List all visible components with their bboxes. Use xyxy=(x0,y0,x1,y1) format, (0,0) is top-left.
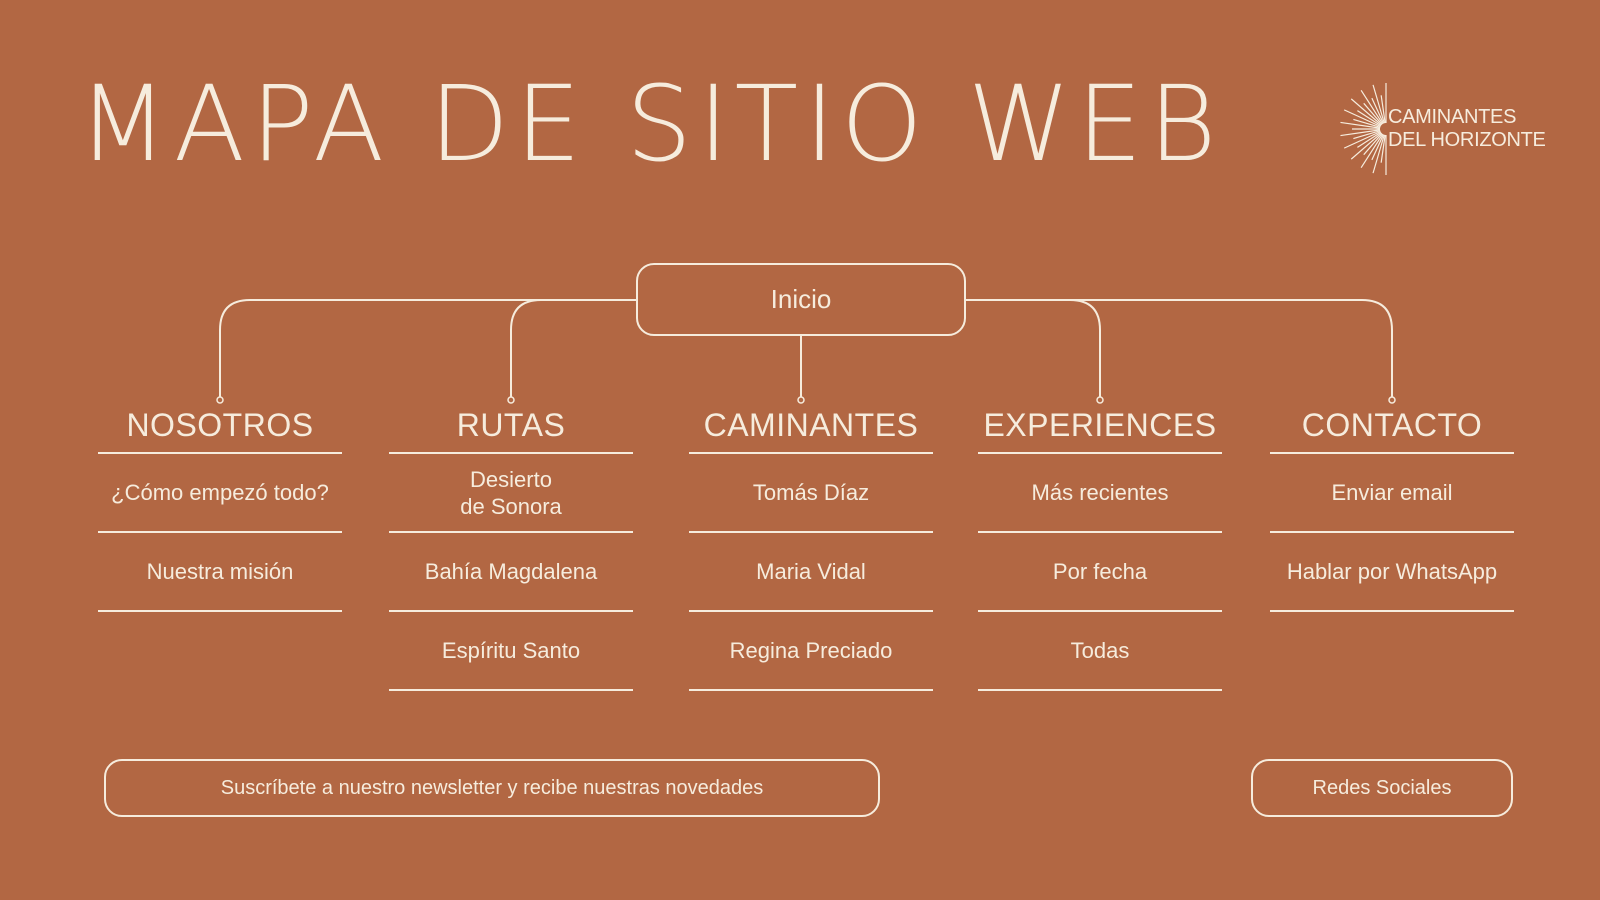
sunburst-ray xyxy=(1340,129,1381,137)
sunburst-ray xyxy=(1353,118,1381,128)
sunburst-ray xyxy=(1360,133,1384,169)
connector-contacto xyxy=(966,299,1393,398)
sunburst-ray xyxy=(1380,95,1386,124)
connector-nosotros xyxy=(219,299,636,398)
section-caminantes: CAMINANTES Tomás Díaz Maria Vidal Regina… xyxy=(689,398,933,691)
sunburst-ray xyxy=(1357,110,1382,127)
page-link[interactable]: Todas xyxy=(978,612,1222,691)
sunburst-ray xyxy=(1357,131,1382,148)
sunburst-ray xyxy=(1350,98,1382,126)
page-title: MAPA DE SITIO WEB xyxy=(78,63,1223,185)
page-link[interactable]: Hablar por WhatsApp xyxy=(1270,533,1514,612)
page-link[interactable]: Más recientes xyxy=(978,454,1222,533)
sunburst-ray xyxy=(1343,130,1381,149)
section-nosotros: NOSOTROS ¿Cómo empezó todo? Nuestra misi… xyxy=(98,398,342,612)
section-rutas: RUTAS Desierto de Sonora Bahía Magdalena… xyxy=(389,398,633,691)
sunburst-logo-icon xyxy=(1340,83,1387,175)
page-link[interactable]: Nuestra misión xyxy=(98,533,342,612)
brand-logo[interactable]: CAMINANTES DEL HORIZONTE xyxy=(1334,82,1554,176)
section-heading[interactable]: NOSOTROS xyxy=(98,398,342,454)
sunburst-ray xyxy=(1371,134,1385,161)
sunburst-ray xyxy=(1360,89,1384,125)
brand-name-line1: CAMINANTES xyxy=(1388,106,1517,128)
sunburst-ray xyxy=(1363,133,1383,156)
newsletter-button[interactable]: Suscríbete a nuestro newsletter y recibe… xyxy=(104,759,880,817)
sunburst-ray xyxy=(1372,84,1385,124)
page-link[interactable]: ¿Cómo empezó todo? xyxy=(98,454,342,533)
brand-name-line2: DEL HORIZONTE xyxy=(1388,129,1546,151)
page-link[interactable]: Enviar email xyxy=(1270,454,1514,533)
connector-rutas xyxy=(510,299,636,398)
sunburst-ray xyxy=(1353,130,1381,140)
social-media-button[interactable]: Redes Sociales xyxy=(1251,759,1513,817)
section-heading[interactable]: CONTACTO xyxy=(1270,398,1514,454)
sunburst-ray xyxy=(1363,102,1383,125)
page-link[interactable]: Regina Preciado xyxy=(689,612,933,691)
sunburst-ray xyxy=(1380,134,1386,163)
page-link[interactable]: Espíritu Santo xyxy=(389,612,633,691)
page-link[interactable]: Bahía Magdalena xyxy=(389,533,633,612)
page-link[interactable]: Maria Vidal xyxy=(689,533,933,612)
section-heading[interactable]: RUTAS xyxy=(389,398,633,454)
sunburst-ray xyxy=(1350,132,1382,160)
section-contacto: CONTACTO Enviar email Hablar por WhatsAp… xyxy=(1270,398,1514,612)
node-inicio[interactable]: Inicio xyxy=(636,263,966,336)
section-experiences: EXPERIENCES Más recientes Por fecha Toda… xyxy=(978,398,1222,691)
page-link[interactable]: Desierto de Sonora xyxy=(389,454,633,533)
sunburst-ray xyxy=(1372,134,1385,174)
section-heading[interactable]: EXPERIENCES xyxy=(978,398,1222,454)
sunburst-ray xyxy=(1343,109,1381,128)
page-link[interactable]: Tomás Díaz xyxy=(689,454,933,533)
sunburst-ray xyxy=(1371,97,1385,124)
section-heading[interactable]: CAMINANTES xyxy=(689,398,933,454)
connector-experiences xyxy=(966,299,1101,398)
brand-name: CAMINANTES DEL HORIZONTE xyxy=(1388,106,1546,152)
sunburst-ray xyxy=(1340,121,1381,129)
page-link[interactable]: Por fecha xyxy=(978,533,1222,612)
